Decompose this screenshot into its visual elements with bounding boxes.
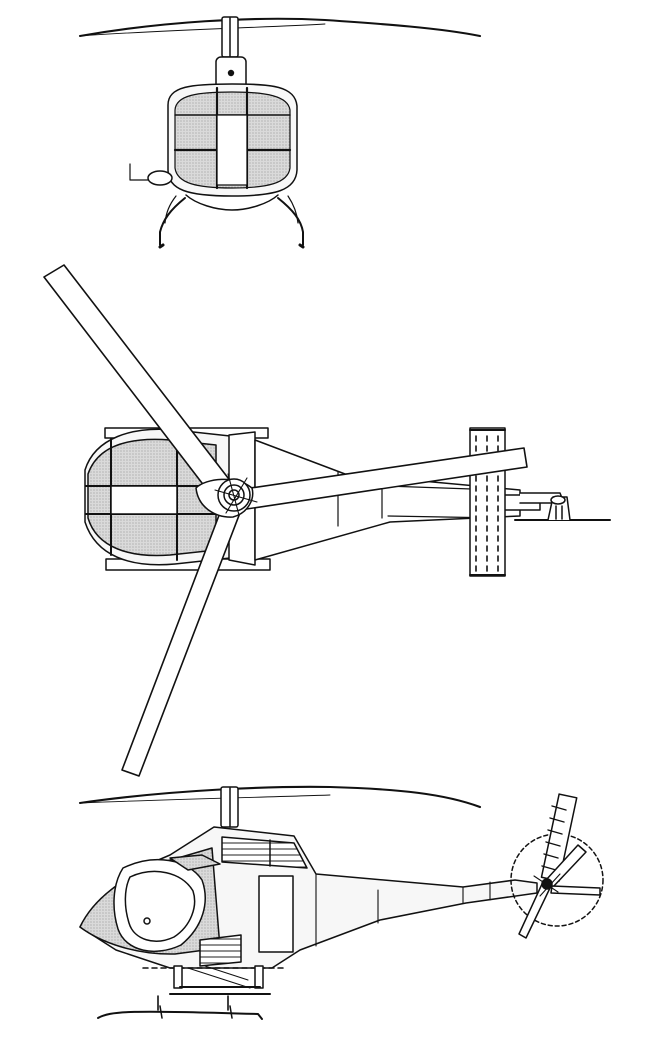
top-view [43, 264, 611, 777]
front-view [78, 16, 482, 249]
side-view [78, 785, 604, 1020]
